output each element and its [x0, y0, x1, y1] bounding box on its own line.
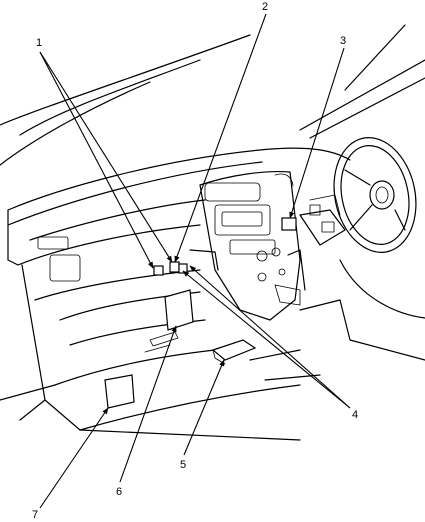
callout-5: 5 — [180, 459, 186, 471]
callout-3: 3 — [340, 35, 346, 47]
callout-4: 4 — [352, 409, 358, 421]
steering-wheel — [249, 137, 425, 381]
callout-2: 2 — [262, 1, 268, 13]
leader-lines — [39, 13, 351, 509]
control-unit-6 — [164, 289, 194, 331]
relay-right — [281, 217, 297, 231]
control-unit-5 — [211, 339, 257, 365]
windshield — [0, 24, 425, 166]
control-unit-7 — [104, 374, 135, 409]
dashboard-body — [0, 147, 351, 441]
center-console — [199, 171, 306, 321]
callout-7: 7 — [32, 509, 38, 521]
callout-1: 1 — [36, 37, 42, 49]
callout-6: 6 — [116, 486, 122, 498]
